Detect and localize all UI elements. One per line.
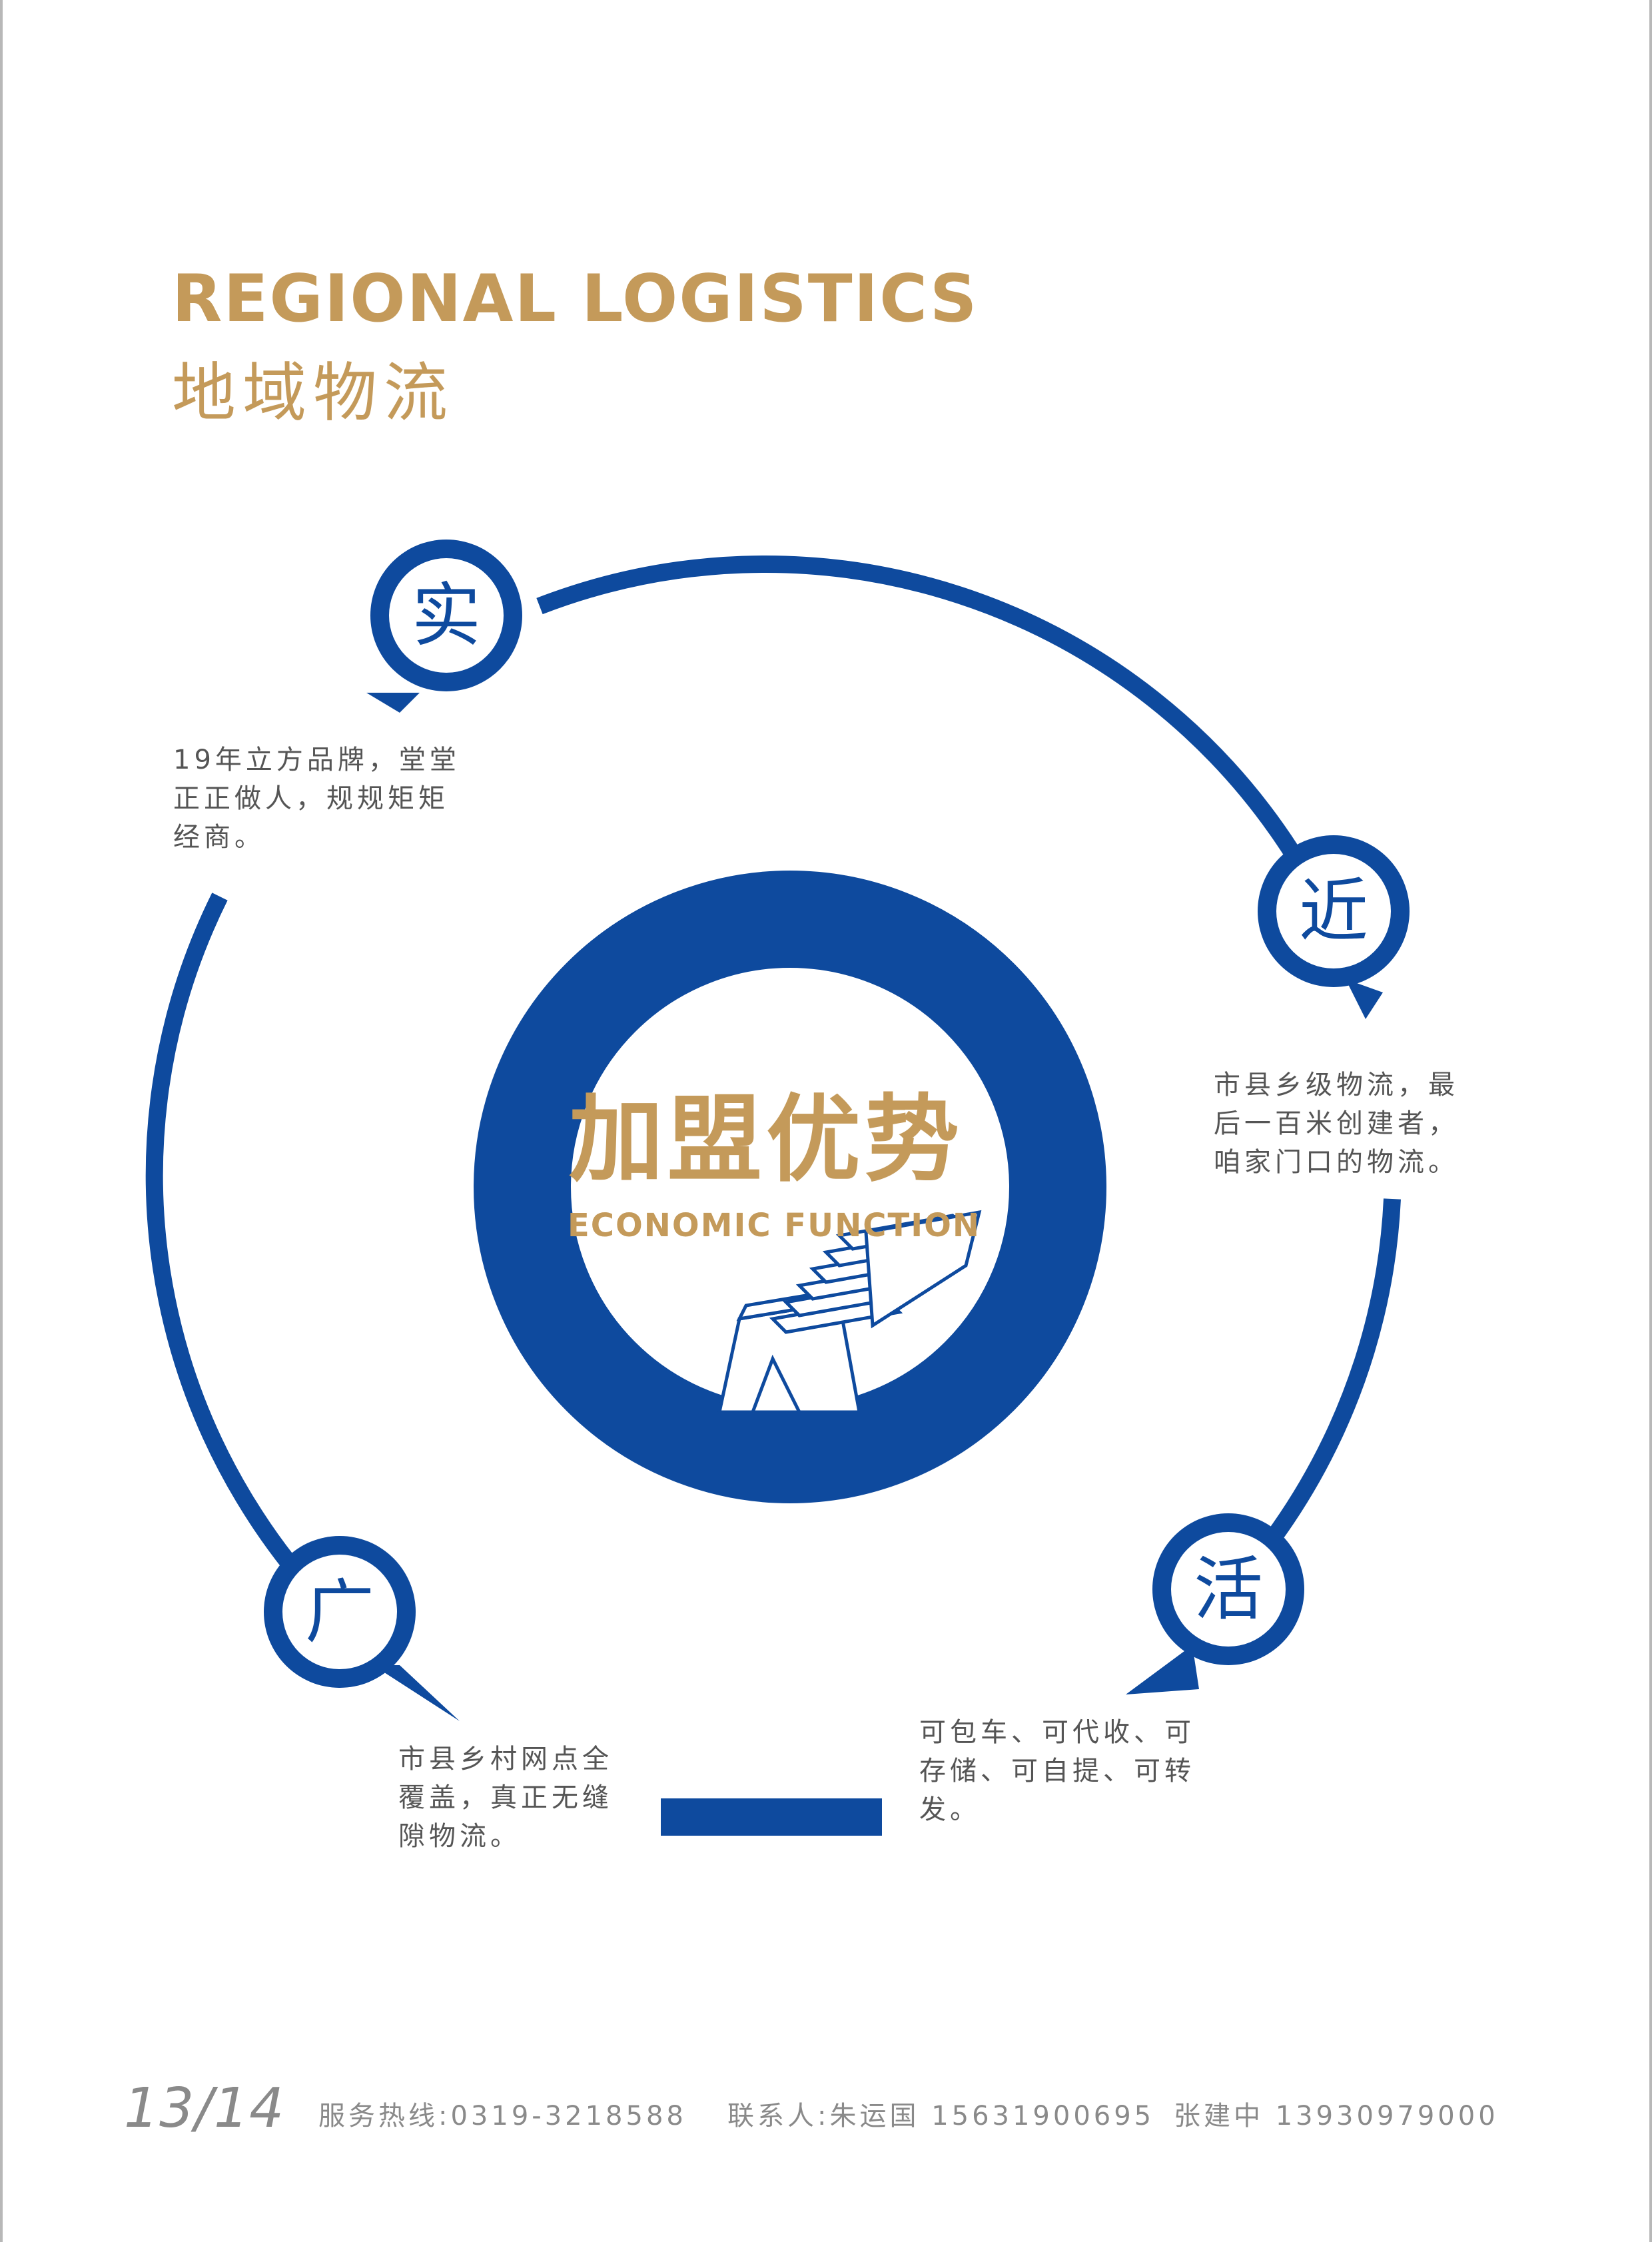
page-footer: 13/14 服务热线:0319-3218588 联系人:朱运国 15631900… (124, 2077, 1625, 2140)
stacked-boxes-illustration (717, 1210, 982, 1414)
service-hotline: 服务热线:0319-3218588 (318, 2101, 687, 2131)
badge-guang-inner (282, 1555, 397, 1669)
page-edge-left (0, 0, 3, 2242)
badge-jin-char: 近 (1299, 871, 1368, 952)
badge-guang-char: 广 (305, 1571, 374, 1653)
badge-guang-pointer (373, 1665, 460, 1721)
badge-shi-pointer (366, 693, 420, 713)
badge-guang: 广 (264, 1536, 460, 1721)
center-ring (474, 871, 1106, 1503)
feature-shi-description: 19年立方品牌，堂堂 正正做人，规规矩矩 经商。 (173, 745, 460, 853)
center-title-chinese: 加盟优势 (569, 1085, 963, 1195)
feature-huo-description: 可包车、可代收、可 存储、可自提、可转 发。 (919, 1717, 1195, 1825)
feature-jin-description: 市县乡级物流，最 后一百米创建者， 咱家门口的物流。 (1214, 1070, 1459, 1178)
badge-jin-pointer (1346, 979, 1383, 1019)
badge-shi: 实 (366, 540, 522, 713)
feature-guang-description: 市县乡村网点全 覆盖，真正无缝 隙物流。 (398, 1744, 613, 1852)
contact-person-1: 联系人:朱运国 15631900695 (727, 2101, 1155, 2131)
page-number: 13/14 (124, 2077, 285, 2140)
badge-huo-char: 活 (1194, 1549, 1263, 1630)
badge-jin: 近 (1258, 835, 1410, 1019)
page-edge-right (1649, 0, 1652, 2242)
badge-shi-inner (389, 558, 504, 673)
badge-huo-pointer (1126, 1645, 1199, 1694)
badge-huo-inner (1171, 1532, 1286, 1647)
badge-huo: 活 (1126, 1513, 1304, 1694)
center-title-english: ECONOMIC FUNCTION (568, 1207, 981, 1244)
outer-arc-top (536, 555, 1300, 858)
contact-person-2: 张建中 13930979000 (1174, 2101, 1499, 2131)
badge-jin-inner (1276, 854, 1391, 968)
section-title-english: REGIONAL LOGISTICS (172, 261, 979, 337)
section-title-chinese: 地域物流 (172, 356, 454, 430)
badge-shi-char: 实 (412, 575, 481, 656)
